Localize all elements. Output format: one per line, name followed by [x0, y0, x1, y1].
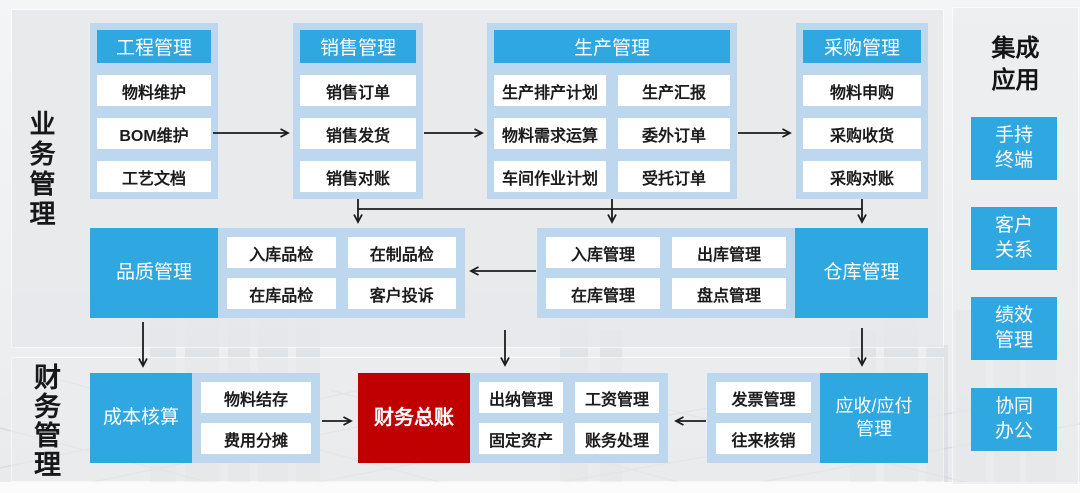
node-purchase-receiving: 采购收货 [803, 118, 921, 149]
node-production-scheduling: 生产排产计划 [494, 75, 606, 106]
node-in-stock-inspection: 在库品检 [227, 278, 336, 309]
label-business-management: 业务管理 [26, 110, 56, 230]
box-collaborative-office: 协同 办公 [971, 388, 1057, 451]
node-workshop-plan: 车间作业计划 [494, 161, 606, 192]
header-sales-management: 销售管理 [300, 30, 416, 63]
column-sales: 销售管理 销售订单 销售发货 销售对账 [293, 23, 423, 199]
production-items-grid: 生产排产计划 生产汇报 物料需求运算 委外订单 车间作业计划 受托订单 [494, 75, 730, 192]
group-cost-items: 物料结存 费用分摊 [192, 373, 320, 463]
node-material-maintenance: 物料维护 [97, 75, 211, 106]
node-mrp-calculation: 物料需求运算 [494, 118, 606, 149]
node-outbound-management: 出库管理 [672, 237, 786, 268]
box-ar-ap-management: 应收/应付 管理 [820, 373, 928, 463]
node-incoming-inspection: 入库品检 [227, 237, 336, 268]
node-material-balance: 物料结存 [201, 382, 311, 413]
label-finance-management: 财务管理 [30, 363, 60, 479]
column-engineering: 工程管理 物料维护 BOM维护 工艺文档 [90, 23, 218, 199]
group-warehouse-items: 入库管理 出库管理 在库管理 盘点管理 [537, 228, 795, 318]
node-account-processing: 账务处理 [575, 423, 659, 454]
node-customer-complaint: 客户投诉 [347, 278, 456, 309]
box-customer-relations: 客户 关系 [971, 207, 1057, 270]
label-integration-title: 集成 应用 [991, 35, 1040, 95]
node-sales-order: 销售订单 [300, 75, 416, 106]
node-purchase-reconciliation: 采购对账 [803, 161, 921, 192]
box-cost-accounting: 成本核算 [90, 373, 192, 463]
node-in-process-inspection: 在制品检 [347, 237, 456, 268]
node-consigned-order: 受托订单 [618, 161, 730, 192]
group-quality-items: 入库品检 在制品检 在库品检 客户投诉 [218, 228, 465, 318]
header-engineering-management: 工程管理 [97, 30, 211, 63]
node-fixed-assets: 固定资产 [479, 423, 563, 454]
box-warehouse-management: 仓库管理 [795, 228, 928, 318]
box-performance-management: 绩效 管理 [971, 297, 1057, 360]
node-outsourcing-order: 委外订单 [618, 118, 730, 149]
box-general-ledger: 财务总账 [358, 373, 470, 463]
node-stock-management: 在库管理 [546, 278, 660, 309]
node-transaction-writeoff: 往来核销 [716, 423, 811, 454]
header-production-management: 生产管理 [494, 30, 730, 63]
header-purchasing-management: 采购管理 [803, 30, 921, 63]
node-sales-reconciliation: 销售对账 [300, 161, 416, 192]
column-production: 生产管理 生产排产计划 生产汇报 物料需求运算 委外订单 车间作业计划 受托订单 [487, 23, 737, 199]
box-handheld-terminal: 手持 终端 [971, 117, 1057, 180]
node-inbound-management: 入库管理 [546, 237, 660, 268]
node-payroll-management: 工资管理 [575, 382, 659, 413]
node-material-requisition: 物料申购 [803, 75, 921, 106]
group-invoice-items: 发票管理 往来核销 [707, 373, 820, 463]
node-bom-maintenance: BOM维护 [97, 118, 211, 149]
box-quality-management: 品质管理 [90, 228, 218, 318]
group-accounting-items: 出纳管理 工资管理 固定资产 账务处理 [470, 373, 668, 463]
bottom-strip [0, 482, 1080, 493]
node-stocktaking-management: 盘点管理 [672, 278, 786, 309]
node-sales-shipment: 销售发货 [300, 118, 416, 149]
column-purchasing: 采购管理 物料申购 采购收货 采购对账 [796, 23, 928, 199]
node-cashier-management: 出纳管理 [479, 382, 563, 413]
node-production-report: 生产汇报 [618, 75, 730, 106]
node-invoice-management: 发票管理 [716, 382, 811, 413]
node-process-documents: 工艺文档 [97, 161, 211, 192]
node-expense-allocation: 费用分摊 [201, 423, 311, 454]
